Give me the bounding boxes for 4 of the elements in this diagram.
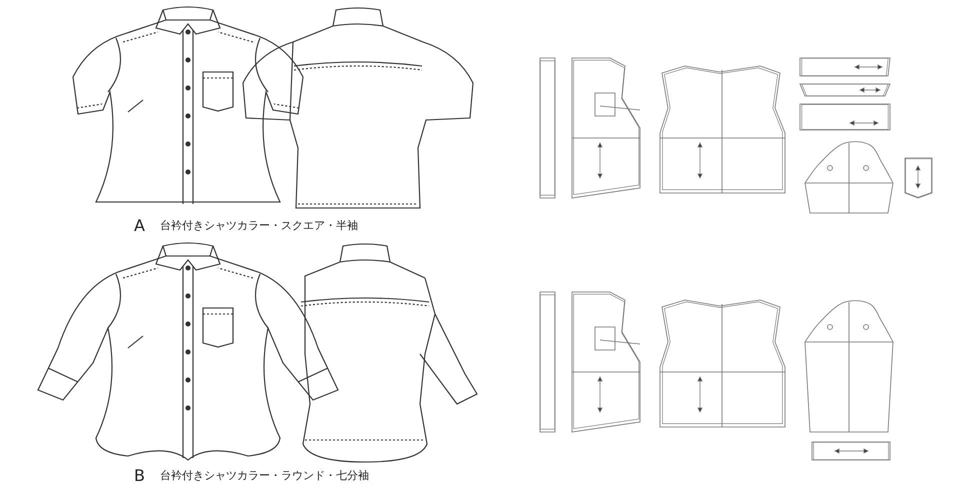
- letter-label: B: [134, 466, 145, 486]
- style-caption: 台衿付きシャツカラー・ラウンド・七分袖: [160, 469, 369, 482]
- style-caption: 台衿付きシャツカラー・スクエア・半袖: [160, 219, 358, 232]
- letter-label: A: [134, 216, 145, 236]
